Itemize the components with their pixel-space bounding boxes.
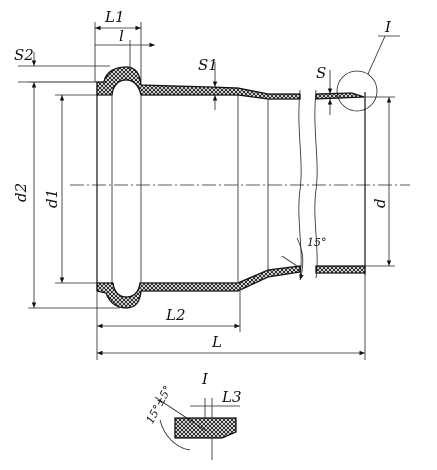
bottom-wall-section [96, 265, 301, 309]
angle-label: 15° [307, 236, 327, 249]
detail-title: I [201, 370, 209, 388]
l2-label: L2 [165, 306, 186, 324]
detail-callout-circle [336, 70, 378, 112]
s-label: S [316, 64, 326, 82]
d2-label: d2 [12, 183, 30, 202]
detail-angle-arc [159, 419, 191, 451]
l3-label: L3 [221, 388, 242, 406]
top-wall-section [96, 66, 301, 100]
bottom-wall-right-segment [315, 265, 366, 274]
l-overall-label: L [211, 333, 222, 351]
break-line-right [314, 89, 318, 279]
d-label: d [371, 198, 389, 208]
s1-label: S1 [198, 56, 218, 74]
detail-callout-leader [367, 35, 386, 75]
l-label: l [119, 27, 124, 45]
angle-arc [296, 237, 304, 281]
detail-angle-label: 15°±5° [144, 383, 175, 425]
detail-callout-label: I [384, 18, 392, 36]
s2-label: S2 [14, 46, 34, 64]
d1-label: d1 [43, 189, 61, 208]
l1-label: L1 [104, 8, 125, 26]
detail-wall-section [174, 417, 237, 439]
angle-leader [281, 255, 301, 269]
break-line-left [298, 89, 302, 279]
top-wall-right-segment [315, 92, 365, 100]
detail-chamfer-line [154, 396, 206, 431]
